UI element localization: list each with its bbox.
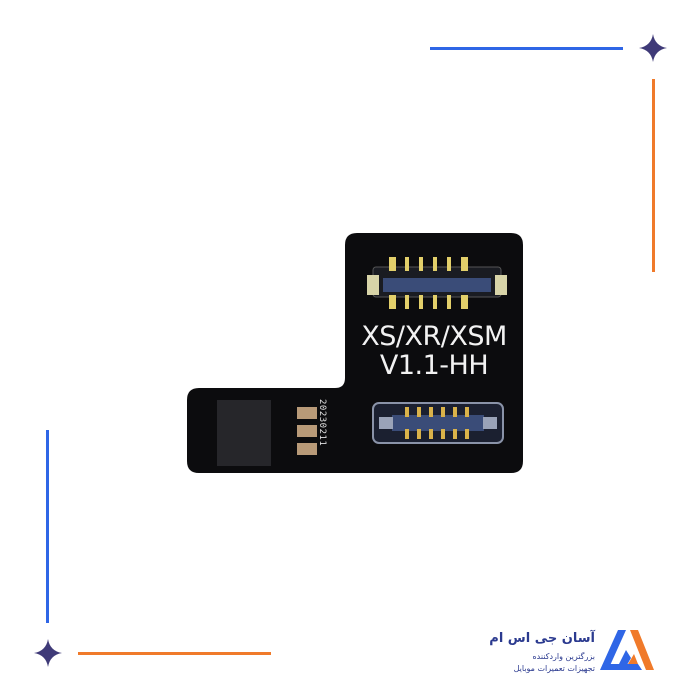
flex-board-image: XS/XR/XSM V1.1-HH 20230211 — [187, 233, 523, 473]
top-blue-line — [430, 47, 623, 50]
sparkle-star-icon — [34, 639, 62, 667]
bottom-orange-line — [78, 652, 271, 655]
right-orange-line — [652, 79, 655, 272]
left-blue-line — [46, 430, 49, 623]
board-label-version: V1.1-HH — [379, 350, 489, 381]
bottom-connector — [372, 402, 504, 444]
capacitors — [297, 407, 317, 455]
board-label-models: XS/XR/XSM — [361, 321, 507, 352]
brand-logo-icon — [600, 630, 654, 670]
brand-tagline-1: بزرگترین واردکننده — [532, 652, 595, 661]
sparkle-star-icon — [639, 34, 667, 62]
brand-name: آسان جی اس ام — [489, 631, 595, 646]
board-date-code: 20230211 — [317, 399, 327, 447]
brand-tagline-2: تجهیزات تعمیرات موبایل — [513, 664, 595, 673]
ic-chip — [217, 400, 271, 466]
top-connector — [367, 257, 507, 309]
